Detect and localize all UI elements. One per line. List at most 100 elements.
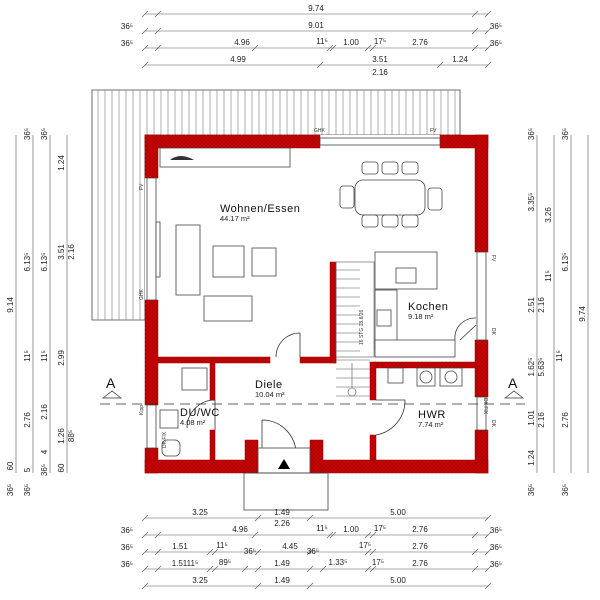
dimension-label: 4.99 <box>230 55 246 64</box>
dim-tick <box>141 514 149 522</box>
section-arrow-right-icon <box>503 390 525 399</box>
dimension-label: 1.33⁵ <box>329 558 348 567</box>
dimension-label: 36⁵ <box>490 22 502 31</box>
dimension-label: 2.16 <box>537 297 546 313</box>
dim-tick <box>141 10 149 18</box>
dim-tick <box>241 565 249 573</box>
dimension-label: 36⁵ <box>121 560 133 569</box>
dim-tick <box>369 44 377 52</box>
dimension-label: 36⁵ <box>490 543 502 552</box>
dimension-label: 36⁵ <box>490 39 502 48</box>
dimension-label: 1.00 <box>343 38 359 47</box>
dimension-label: 1.26 <box>57 428 66 444</box>
dimension-label: 36⁵ <box>40 464 49 476</box>
dimension-label: 2.76 <box>412 542 428 551</box>
window-label-ghk: GHK <box>314 128 326 134</box>
sink-icon <box>376 309 392 327</box>
room-name-kochen: Kochen <box>408 301 448 313</box>
dimension-label: 3.51 <box>372 55 388 64</box>
dim-tick <box>436 61 444 69</box>
dimension-label: 36⁵ <box>490 560 502 569</box>
windows <box>146 137 487 449</box>
dimension-label: 17⁵ <box>374 524 386 533</box>
terrace-decking <box>91 89 461 321</box>
dimension-label: 4.96 <box>234 38 250 47</box>
dim-tick <box>471 44 479 52</box>
dim-tick <box>319 565 327 573</box>
dimension-label: 36⁵ <box>307 547 319 556</box>
room-name-duwc: DU/WC <box>180 407 220 419</box>
stair-label: 16 STG 18.8/26 <box>359 309 365 345</box>
dimension-label: 1.24 <box>452 55 468 64</box>
dim-tick <box>154 10 162 18</box>
dimension-label: 6.13⁵ <box>40 253 49 272</box>
window-label-dkfix-wc: DK FIX <box>162 431 168 448</box>
dim-tick <box>484 548 492 556</box>
dimension-label: 36⁵ <box>6 484 15 496</box>
window-label-dkfix-hwr: DK FIX <box>482 398 488 415</box>
dimension-label: 6.13⁵ <box>561 253 570 272</box>
dimension-label: 2.76 <box>412 559 428 568</box>
dim-tick <box>211 548 219 556</box>
section-arrow-left-icon <box>101 390 123 399</box>
dim-tick <box>326 531 334 539</box>
room-area-kochen: 9.18 m² <box>408 312 434 321</box>
dim-tick <box>254 565 262 573</box>
dimension-label: 2.16 <box>67 244 76 260</box>
dim-tick <box>316 61 324 69</box>
dimension-label: 36⁵ <box>121 39 133 48</box>
dimension-label: 2.16 <box>40 404 49 420</box>
dimension-label: 2.76 <box>412 38 428 47</box>
dimension-label: 2.51 <box>527 297 536 313</box>
dim-tick <box>154 27 162 35</box>
hwr-sink <box>387 367 404 384</box>
dim-tick <box>471 531 479 539</box>
dim-tick <box>211 565 219 573</box>
dimension-label: 9.14 <box>6 297 15 313</box>
dim-tick <box>484 10 492 18</box>
dimension-label: 2.26 <box>274 519 290 528</box>
dimension-label: 4 <box>40 449 49 454</box>
shower-tray <box>181 367 208 391</box>
dim-tick <box>484 27 492 35</box>
room-name-diele: Diele <box>255 379 283 391</box>
dimension-label: 17⁵ <box>372 558 384 567</box>
tv-icon <box>170 156 194 160</box>
dim-tick <box>364 531 372 539</box>
dimension-label: 5.00 <box>390 508 406 517</box>
dimension-label: 11⁵ <box>40 350 49 362</box>
window-label-kipp: Kipp <box>139 405 145 415</box>
dimension-label: 3.25 <box>192 508 208 517</box>
room-area-wohnen: 44.17 m² <box>220 214 250 223</box>
dimension-label: 3.26 <box>544 207 553 223</box>
dim-tick <box>484 565 492 573</box>
dimension-label: 36⁵ <box>23 128 32 140</box>
dimension-label: 2.76 <box>561 412 570 428</box>
dimension-label: 89⁵ <box>219 558 231 567</box>
dimension-label: 5 <box>23 467 32 472</box>
sofa <box>175 224 201 296</box>
dim-tick <box>364 44 372 52</box>
dimension-label: 36⁵ <box>40 128 49 140</box>
dimension-label: 1.00 <box>343 525 359 534</box>
dining-table <box>354 179 426 216</box>
dimension-label: 36⁵ <box>121 22 133 31</box>
dimension-label: 36⁵ <box>561 128 570 140</box>
dim-tick <box>154 44 162 52</box>
dimension-label: 11⁵ <box>544 270 553 282</box>
dimension-label: 5.63⁵ <box>537 358 546 377</box>
window-label-dk-hwr: DK <box>490 420 496 428</box>
dim-tick <box>484 514 492 522</box>
dining-chair <box>361 214 379 228</box>
dim-tick <box>154 548 162 556</box>
dimension-label: 11⁵ <box>23 350 32 362</box>
dimension-label: 17⁵ <box>359 541 371 550</box>
dimension-label: 1.49 <box>274 508 290 517</box>
dim-tick <box>206 565 214 573</box>
dimension-label: 4.96 <box>232 525 248 534</box>
washbasin <box>159 409 179 429</box>
dining-chair <box>401 161 419 175</box>
dim-tick <box>326 44 334 52</box>
